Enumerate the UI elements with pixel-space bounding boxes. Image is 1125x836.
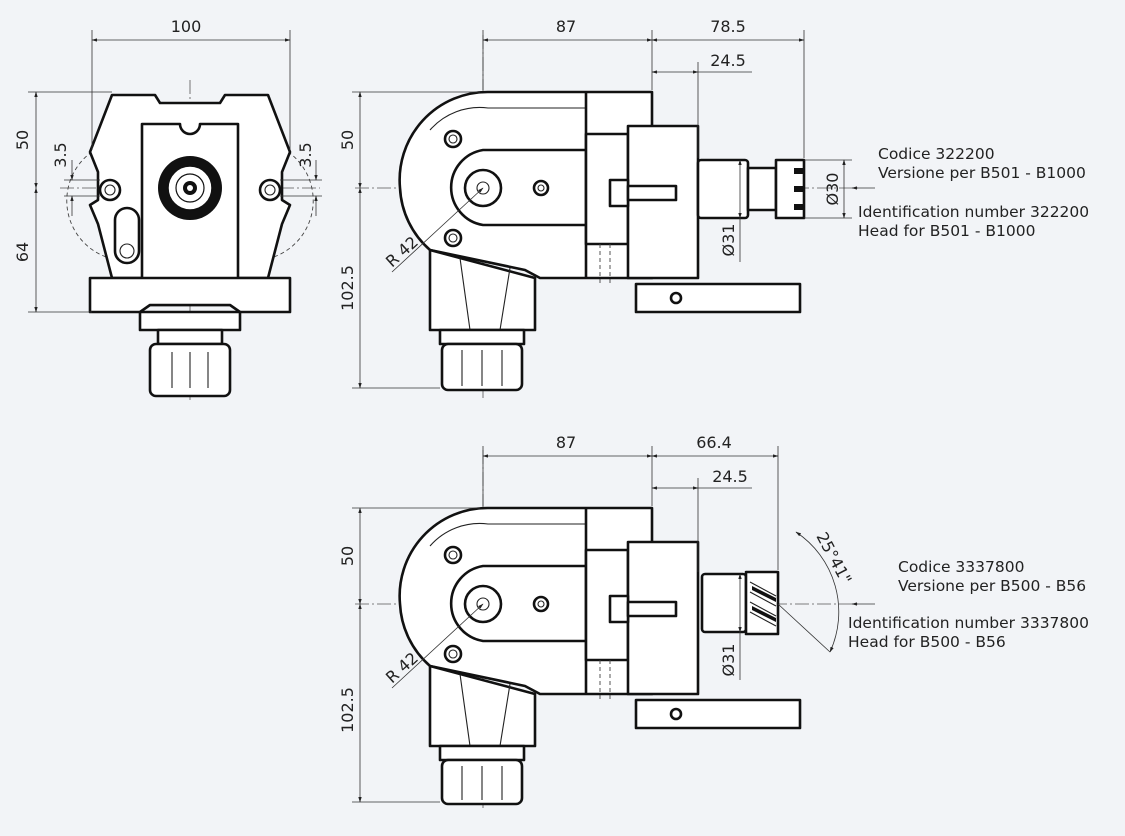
side-top-screw — [626, 184, 678, 202]
side-top-dia-31: Ø31 — [719, 224, 738, 257]
front-base-flange — [88, 276, 292, 314]
side-top-id-number: Identification number 322200 — [858, 203, 1089, 221]
front-bolt-left — [98, 178, 122, 202]
side-top-dim-24: 24.5 — [710, 51, 746, 70]
side-top-dim-78: 78.5 — [710, 17, 746, 36]
side-bottom-tool-body — [700, 572, 748, 634]
side-bottom-angle-arc — [795, 531, 840, 653]
side-top-dia-30: Ø30 — [823, 173, 842, 206]
side-bottom-dim-102: 102.5 — [338, 687, 357, 733]
side-top-versione: Versione per B501 - B1000 — [878, 164, 1086, 182]
front-view: 100 50 64 3.5 3.5 — [13, 17, 322, 400]
side-bottom-inner-arm — [449, 564, 588, 643]
front-slot-bolt — [119, 243, 135, 259]
side-view-top: R 42 87 78.5 24.5 50 102.5 Ø31 Ø30 Codic… — [338, 17, 1089, 398]
side-top-dim-102: 102.5 — [338, 265, 357, 311]
side-bottom-codice: Codice 3337800 — [898, 558, 1024, 576]
side-top-cone — [428, 248, 537, 332]
side-bottom-versione: Versione per B500 - B56 — [898, 577, 1086, 595]
side-bottom-cone — [428, 664, 537, 748]
side-bottom-screw — [626, 600, 678, 618]
front-adjust-slot — [113, 206, 141, 265]
side-top-head: Head for B501 - B1000 — [858, 222, 1035, 240]
side-bottom-dim-24: 24.5 — [712, 467, 748, 486]
side-bottom-id-number: Identification number 3337800 — [848, 614, 1089, 632]
front-width-dim: 100 — [171, 17, 202, 36]
side-bottom-dim-50: 50 — [338, 546, 357, 566]
side-top-radius: R 42 — [382, 232, 422, 271]
side-bottom-head: Head for B500 - B56 — [848, 633, 1006, 651]
side-bottom-angle: 25°41" — [812, 529, 855, 587]
front-swing-arc-left — [66, 147, 119, 261]
side-top-bracket — [626, 124, 700, 280]
front-bottom-dim: 64 — [13, 242, 32, 262]
side-bottom-dia-31: Ø31 — [719, 644, 738, 677]
side-top-codice: Codice 322200 — [878, 145, 995, 163]
side-top-tool-body — [696, 158, 750, 220]
side-top-inner-arm — [449, 148, 588, 227]
front-swing-arc-right — [261, 147, 314, 261]
front-bolt-right — [258, 178, 282, 202]
side-bottom-dim-66: 66.4 — [696, 433, 732, 452]
front-collet-ring — [138, 310, 242, 332]
front-offset-right-dim: 3.5 — [296, 142, 315, 167]
side-bottom-bracket — [626, 540, 700, 696]
side-top-base-plate — [634, 282, 802, 314]
side-top-dim-50: 50 — [338, 130, 357, 150]
side-bottom-base-plate — [634, 698, 802, 730]
side-bottom-radius: R 42 — [382, 648, 422, 687]
front-offset-left-dim: 3.5 — [51, 142, 70, 167]
side-bottom-dim-87: 87 — [556, 433, 576, 452]
side-top-dim-87: 87 — [556, 17, 576, 36]
front-top-dim: 50 — [13, 130, 32, 150]
side-view-bottom: 25°41" R 42 87 66.4 24.5 50 102.5 Ø31 Co… — [338, 433, 1089, 808]
